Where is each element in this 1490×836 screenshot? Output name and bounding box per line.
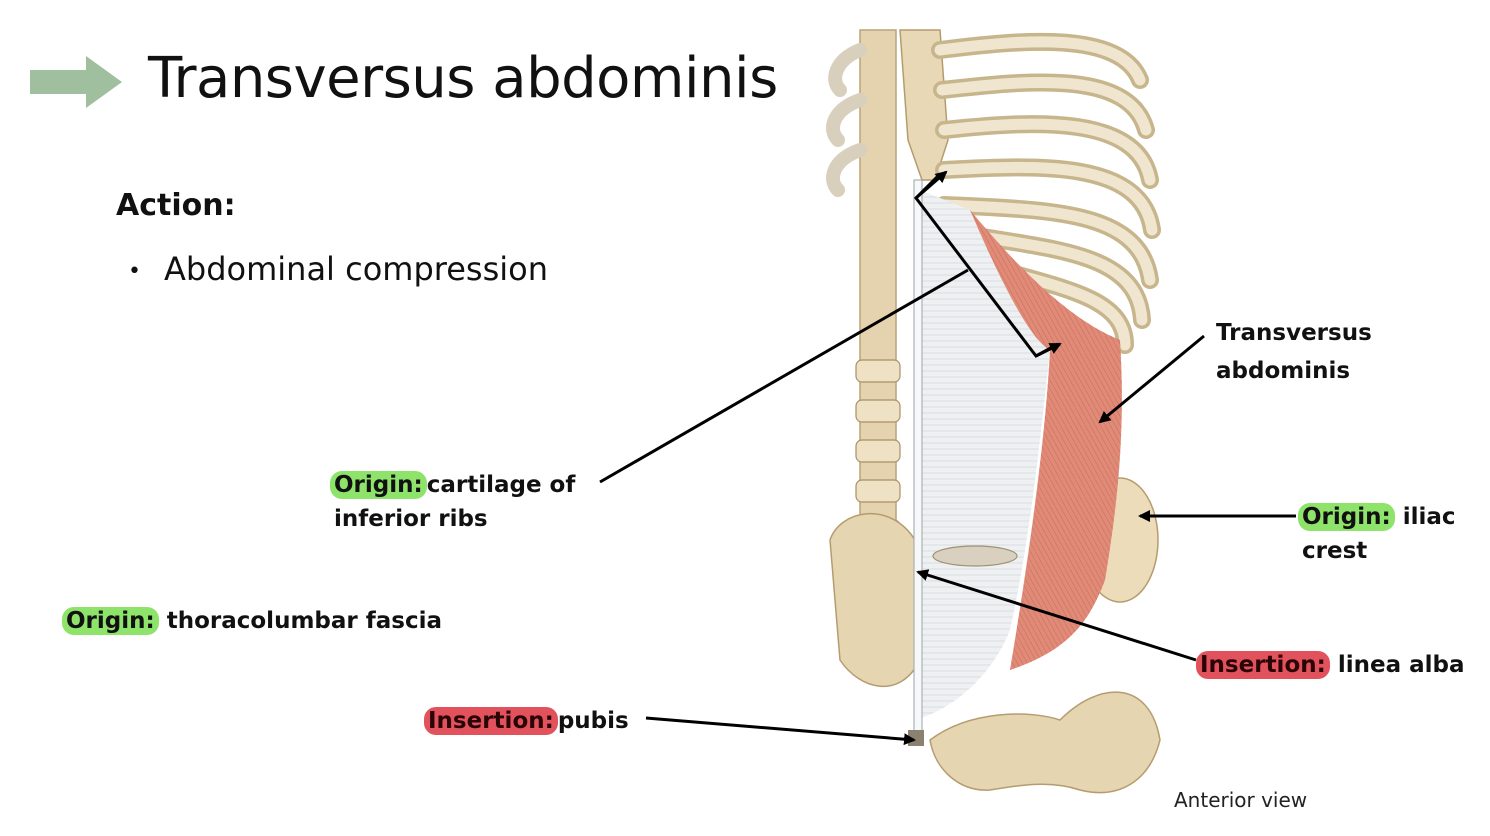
slide-title: Transversus abdominis (148, 46, 778, 111)
fascia-origin-text: thoracolumbar fascia (166, 608, 442, 634)
action-item: • Abdominal compression (128, 250, 548, 288)
ribs-origin-text-2: inferior ribs (334, 506, 488, 532)
anatomy-illustration (826, 29, 1161, 794)
action-list: • Abdominal compression (128, 250, 548, 288)
bullet: • (128, 258, 141, 284)
insertion-tag: Insertion: (424, 707, 558, 735)
view-caption: Anterior view (1174, 788, 1308, 812)
vertebral-column (855, 29, 901, 591)
linea-alba (913, 179, 923, 741)
muscle-name-line-1: Transversus (1216, 320, 1372, 346)
ribs-origin-label: Origin:cartilage of inferior ribs (330, 468, 575, 536)
origin-tag: Origin: (1298, 503, 1395, 531)
ribs-origin-text-1: cartilage of (426, 472, 576, 498)
title-arrow-icon (30, 56, 122, 108)
pubis-insertion-label: Insertion:pubis (424, 704, 629, 738)
pubic-symphysis (908, 730, 924, 746)
muscle-name-line-2: abdominis (1216, 358, 1351, 384)
iliac-origin-label: Origin: iliac crest (1298, 500, 1456, 568)
iliac-origin-text-1: iliac (1402, 504, 1456, 530)
origin-tag: Origin: (330, 471, 427, 499)
action-heading: Action: (116, 188, 236, 223)
iliac-origin-text-2: crest (1302, 538, 1368, 564)
linea-alba-insertion-label: Insertion: linea alba (1196, 648, 1465, 682)
action-item-text: Abdominal compression (164, 250, 548, 288)
origin-tag: Origin: (62, 607, 159, 635)
pubis-insertion-text: pubis (557, 708, 629, 734)
fascia-origin-label: Origin: thoracolumbar fascia (62, 604, 442, 638)
insertion-tag: Insertion: (1196, 651, 1330, 679)
muscle-name-label: Transversus abdominis (1216, 314, 1372, 390)
linea-alba-insertion-text: linea alba (1337, 652, 1465, 678)
umbilicus (932, 545, 1018, 567)
